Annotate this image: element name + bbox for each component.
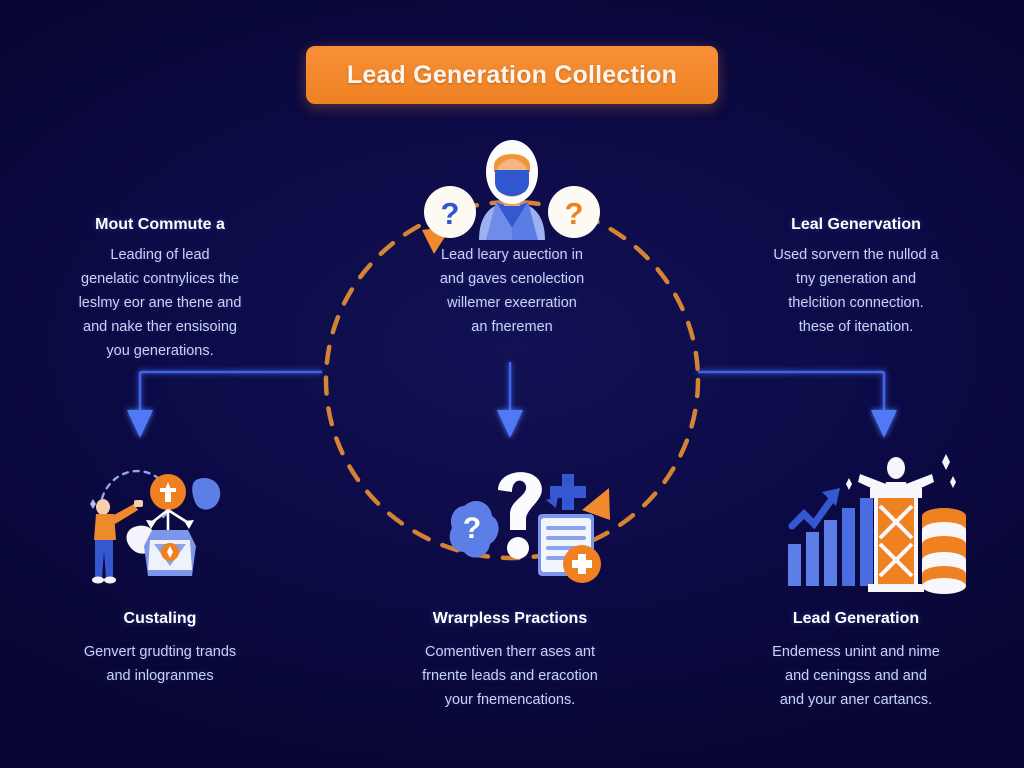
text-line: genelatic contnylices the	[81, 271, 239, 287]
text-line: Endemess unint and nime	[772, 644, 940, 660]
text-line: and inlogranmes	[106, 668, 214, 684]
text-line: Comentiven therr ases ant	[424, 644, 596, 660]
svg-text:?: ?	[441, 196, 460, 231]
text-line: and ceningss and and	[785, 668, 927, 684]
text-line: and nake ther ensisoing	[83, 319, 237, 335]
svg-text:?: ?	[565, 196, 584, 231]
text-line: these of itenation.	[798, 319, 914, 335]
bottom-left-body: Genvert grudting trands and inlogranmes	[34, 640, 286, 688]
title-banner: Lead Generation Collection	[306, 46, 718, 104]
text-line: your fnemencations.	[444, 692, 576, 708]
top-center-body: Lead leary auection in and gaves cenolec…	[384, 243, 640, 339]
person-reaching-shapes-icon	[72, 452, 252, 600]
page-title: Lead Generation Collection	[346, 60, 678, 89]
question-mark-document-icon: ?	[424, 456, 604, 604]
top-left-heading: Mout Commute a	[95, 216, 225, 233]
text-line: thelcition connection.	[788, 295, 924, 311]
bottom-left-heading: Custaling	[123, 610, 197, 627]
text-line: Genvert grudting trands	[83, 644, 237, 660]
text-line: you generations.	[106, 343, 214, 359]
text-line: Used sorvern the nullod a	[773, 247, 939, 263]
bottom-right-heading: Lead Generation	[792, 610, 920, 627]
text-line: and gaves cenolection	[439, 271, 585, 287]
text-line: an fneremen	[471, 319, 553, 335]
top-right-body: Used sorvern the nullod a tny generation…	[730, 243, 982, 339]
text-line: and your aner cartancs.	[779, 692, 933, 708]
bottom-center-heading: Wrarpless Practions	[432, 610, 588, 627]
text-line: frnente leads and eracotion	[422, 668, 598, 684]
svg-text:?: ?	[463, 512, 481, 545]
text-line: willemer exeerration	[447, 295, 577, 311]
person-with-question-bubbles-icon: ? ?	[424, 136, 600, 240]
bottom-right-body: Endemess unint and nime and ceningss and…	[730, 640, 982, 712]
text-line: Lead leary auection in	[441, 247, 583, 263]
top-left-body: Leading of lead genelatic contnylices th…	[34, 243, 286, 363]
text-line: tny generation and	[795, 271, 917, 287]
growth-chart-coins-icon	[782, 452, 968, 600]
text-line: leslmy eor ane thene and	[78, 295, 242, 311]
bottom-center-body: Comentiven therr ases ant frnente leads …	[384, 640, 636, 712]
text-line: Leading of lead	[110, 247, 210, 263]
top-right-heading: Leal Genervation	[791, 216, 921, 233]
